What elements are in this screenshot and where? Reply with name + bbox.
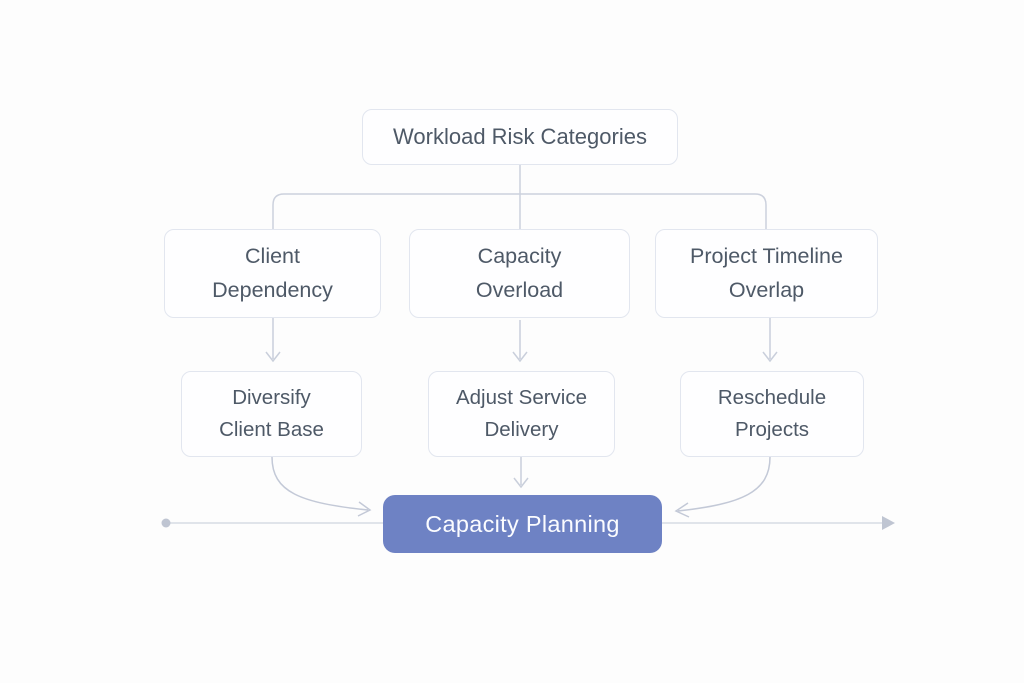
node-workload-risk-categories: Workload Risk Categories xyxy=(362,109,678,165)
arrow-timeline-overlap-down xyxy=(762,318,778,363)
node-label: Capacity Planning xyxy=(425,510,620,537)
node-label: Adjust Service Delivery xyxy=(455,386,588,441)
arrow-adjust-to-outcome xyxy=(513,457,529,489)
arrow-reschedule-to-outcome xyxy=(674,456,771,518)
node-capacity-overload: Capacity Overload xyxy=(409,229,630,318)
node-adjust-service-delivery: Adjust Service Delivery xyxy=(428,371,615,457)
arrow-client-dependency-down xyxy=(265,318,281,363)
node-client-dependency: Client Dependency xyxy=(164,229,381,318)
baseline-end-arrow xyxy=(882,516,895,530)
tree-connector xyxy=(272,165,767,229)
node-label: Client Dependency xyxy=(212,244,333,302)
baseline-start-dot xyxy=(161,518,171,528)
node-diversify-client-base: Diversify Client Base xyxy=(181,371,362,457)
arrow-capacity-overload-down xyxy=(512,320,528,363)
node-label: Capacity Overload xyxy=(475,244,564,302)
node-label: Project Timeline Overlap xyxy=(690,244,843,302)
arrow-diversify-to-outcome xyxy=(271,456,372,517)
node-label: Diversify Client Base xyxy=(219,386,324,441)
node-reschedule-projects: Reschedule Projects xyxy=(680,371,864,457)
node-project-timeline-overlap: Project Timeline Overlap xyxy=(655,229,878,318)
node-label: Reschedule Projects xyxy=(717,386,827,441)
node-label: Workload Risk Categories xyxy=(393,123,647,149)
node-capacity-planning: Capacity Planning xyxy=(383,495,662,553)
